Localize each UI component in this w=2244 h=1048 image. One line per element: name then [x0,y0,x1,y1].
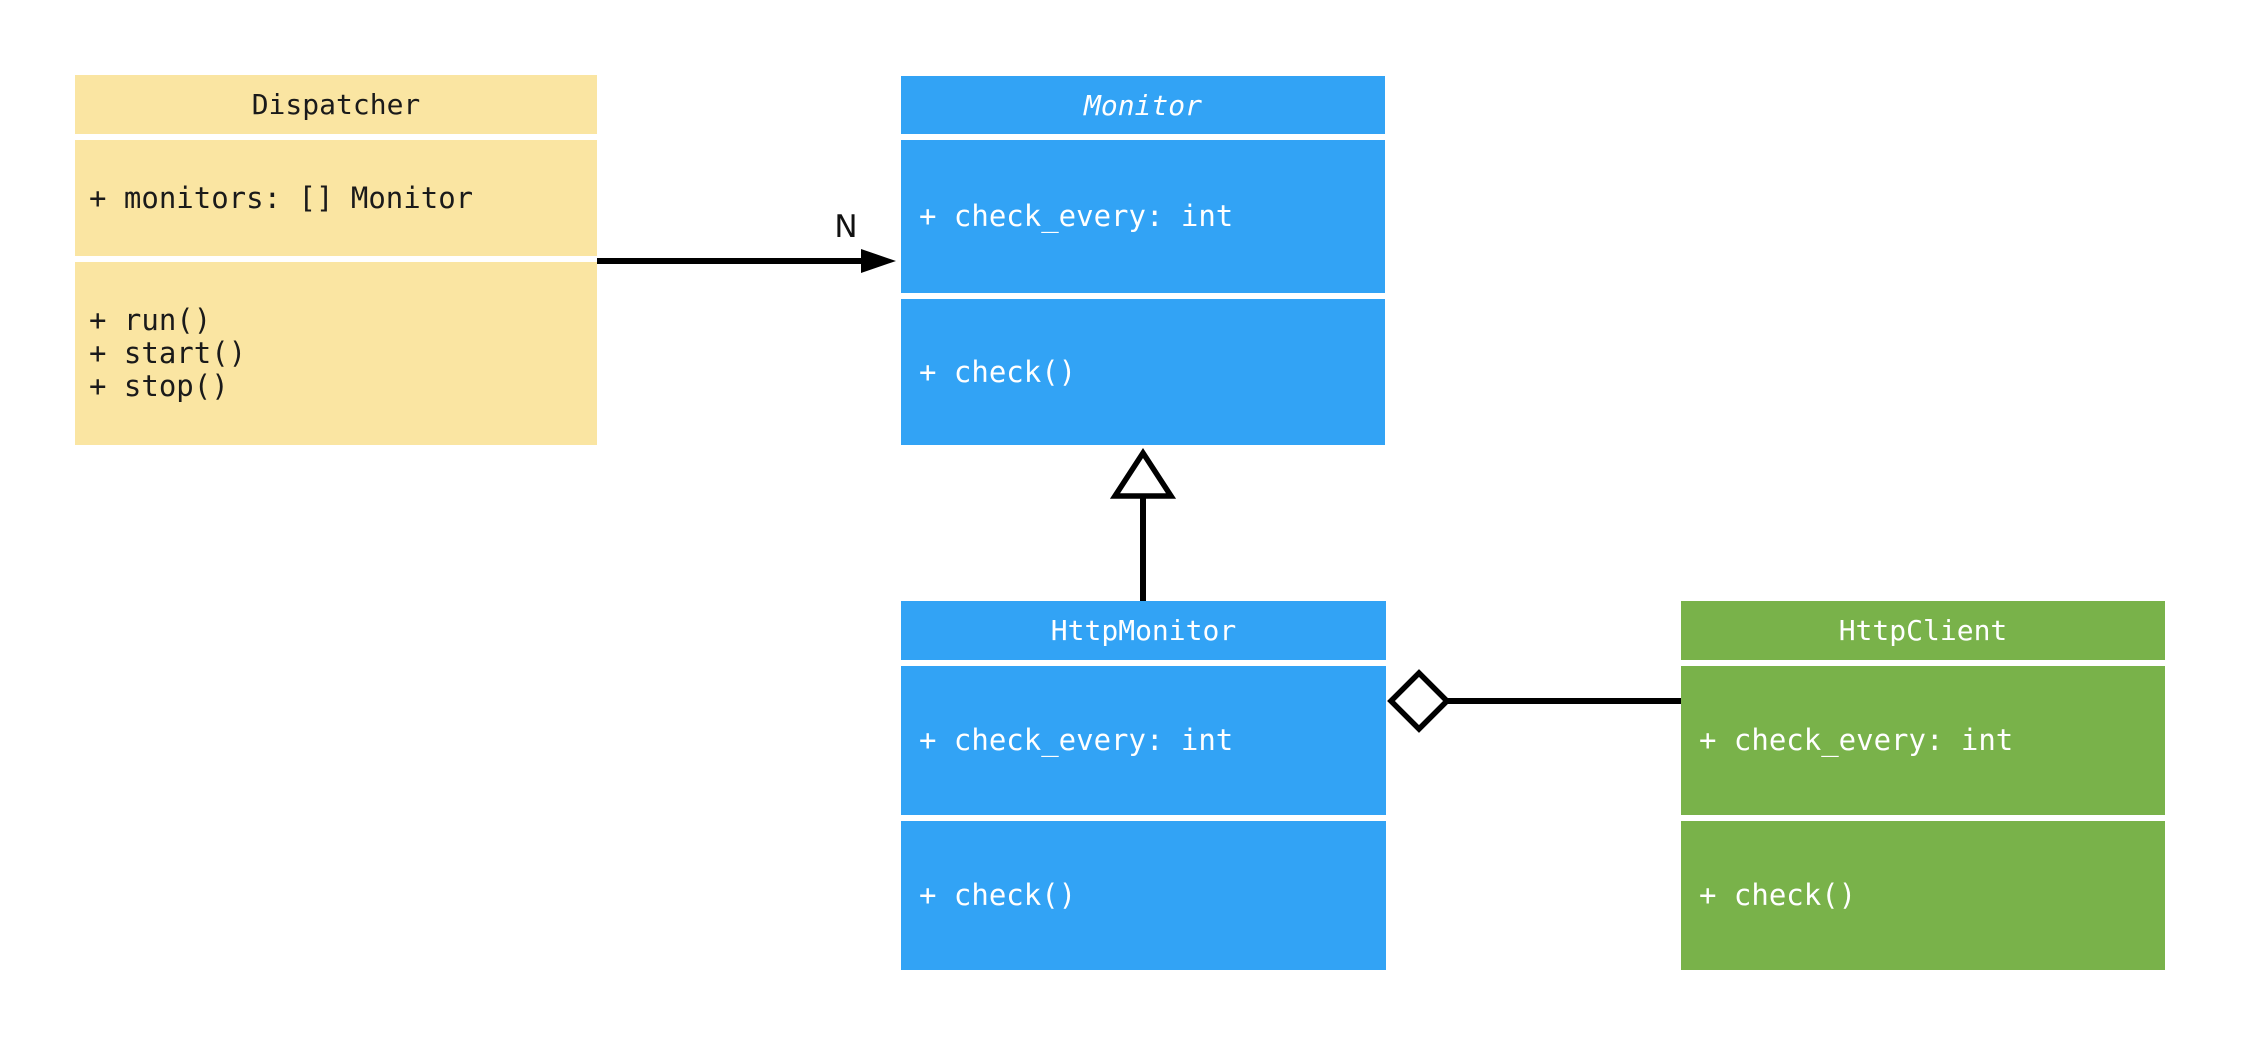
method-line: + check() [919,354,1077,389]
method-line: + start() [89,336,247,370]
class-attributes-dispatcher: + monitors: [] Monitor [75,140,597,256]
class-title-dispatcher: Dispatcher [75,75,597,134]
method-line: + check() [919,878,1077,912]
attribute-line: + check_every: int [919,723,1234,757]
association-arrow-dispatcher-monitor [597,249,896,273]
class-box-httpmonitor: HttpMonitor + check_every: int + check() [901,601,1386,970]
inheritance-arrow-httpmonitor-monitor [1109,447,1177,601]
attribute-line: + check_every: int [1699,723,2014,757]
class-methods-httpclient: + check() [1681,821,2165,970]
class-attributes-monitor: + check_every: int [901,140,1385,293]
class-attributes-httpmonitor: + check_every: int [901,666,1386,815]
class-box-dispatcher: Dispatcher + monitors: [] Monitor + run(… [75,75,597,445]
class-methods-dispatcher: + run() + start() + stop() [75,262,597,445]
method-line: + check() [1699,878,1857,912]
aggregation-connector-httpmonitor-httpclient [1387,669,1681,733]
class-title-monitor: Monitor [901,76,1385,134]
method-line: + run() [89,303,212,337]
association-arrowhead-icon [861,249,896,273]
class-title-httpmonitor: HttpMonitor [901,601,1386,660]
aggregation-diamond-icon [1387,669,1451,733]
class-box-monitor: Monitor + check_every: int + check() [901,76,1385,445]
multiplicity-label: N [834,209,858,245]
class-box-httpclient: HttpClient + check_every: int + check() [1681,601,2165,970]
method-line: + stop() [89,369,229,403]
inheritance-triangle-icon [1109,447,1177,499]
attribute-line: + monitors: [] Monitor [89,180,474,215]
attribute-line: + check_every: int [919,199,1234,233]
class-methods-httpmonitor: + check() [901,821,1386,970]
class-methods-monitor: + check() [901,299,1385,445]
class-title-httpclient: HttpClient [1681,601,2165,660]
class-attributes-httpclient: + check_every: int [1681,666,2165,815]
